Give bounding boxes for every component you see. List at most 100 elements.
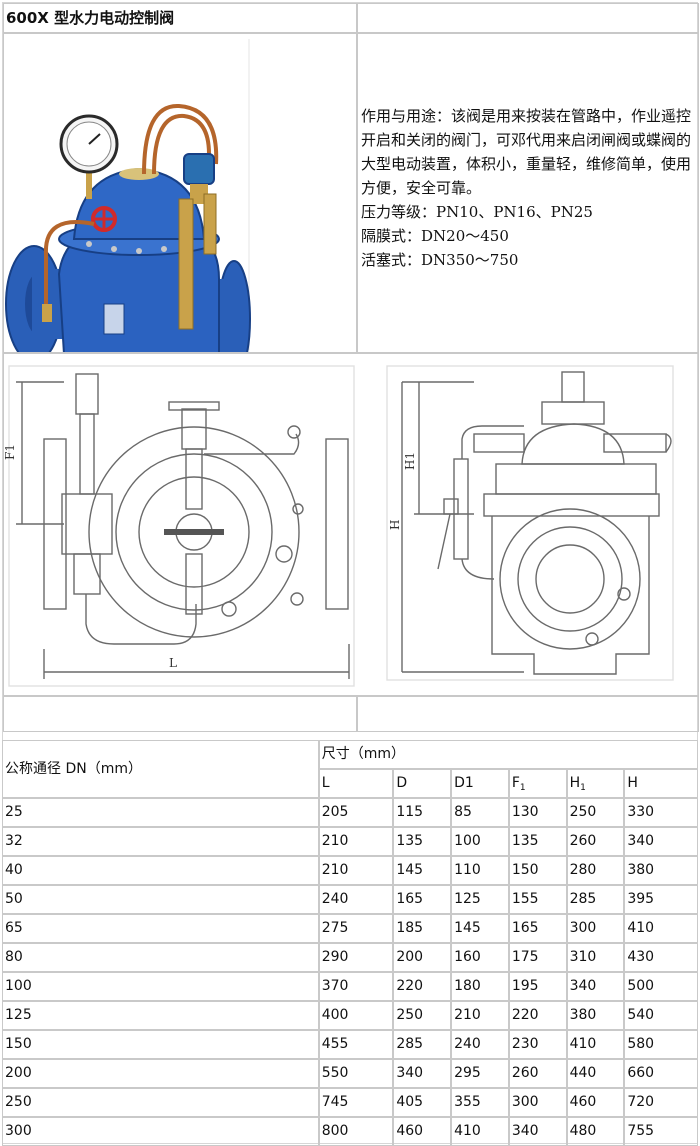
size-cell: 180	[451, 972, 509, 1001]
blank-cell-left	[3, 696, 358, 732]
size-cell: 400	[318, 1001, 394, 1030]
dn-cell: 300	[2, 1117, 319, 1146]
size-cell: 540	[624, 1001, 698, 1030]
blank-cell-right	[357, 696, 699, 732]
size-cell: 240	[318, 885, 394, 914]
size-cell: 110	[451, 856, 509, 885]
size-cell: 150	[508, 856, 567, 885]
column-header: F1	[508, 769, 567, 798]
dn-cell: 200	[2, 1059, 319, 1088]
piston-text: 活塞式：DN350～750	[361, 251, 519, 269]
size-cell: 290	[318, 943, 394, 972]
column-header: L	[318, 769, 394, 798]
dn-cell: 25	[2, 798, 319, 827]
dim-label-H1: H1	[403, 452, 417, 470]
dn-cell: 125	[2, 1001, 319, 1030]
dim-label-H: H	[388, 520, 402, 530]
size-cell: 220	[508, 1001, 567, 1030]
header-dn: 公称通径 DN（mm）	[2, 740, 319, 798]
size-cell: 135	[508, 827, 567, 856]
size-cell: 130	[508, 798, 567, 827]
size-cell: 310	[566, 943, 625, 972]
size-cell: 125	[451, 885, 509, 914]
product-layout-table: 600X 型水力电动控制阀	[3, 3, 699, 732]
column-header: H1	[566, 769, 625, 798]
size-cell: 220	[393, 972, 452, 1001]
product-title: 600X 型水力电动控制阀	[6, 9, 175, 27]
size-cell: 285	[393, 1030, 452, 1059]
description-cell: 作用与用途：该阀是用来按装在管路中，作业遥控开启和关闭的阀门，可邓代用来启闭闸阀…	[357, 33, 699, 353]
size-cell: 755	[624, 1117, 698, 1146]
column-header: D	[393, 769, 452, 798]
size-cell: 85	[451, 798, 509, 827]
valve-photo	[4, 34, 254, 352]
size-cell: 185	[393, 914, 452, 943]
dn-cell: 250	[2, 1088, 319, 1117]
size-cell: 395	[624, 885, 698, 914]
size-cell: 430	[624, 943, 698, 972]
size-cell: 200	[393, 943, 452, 972]
size-cell: 210	[451, 1001, 509, 1030]
description-block: 作用与用途：该阀是用来按装在管路中，作业遥控开启和关闭的阀门，可邓代用来启闭闸阀…	[358, 34, 698, 272]
dn-cell: 32	[2, 827, 319, 856]
header-size: 尺寸（mm）	[318, 740, 698, 769]
size-cell: 145	[451, 914, 509, 943]
dn-cell: 80	[2, 943, 319, 972]
column-header: H	[624, 769, 698, 798]
size-cell: 480	[566, 1117, 625, 1146]
dn-cell: 65	[2, 914, 319, 943]
dn-cell: 150	[2, 1030, 319, 1059]
column-header: D1	[451, 769, 509, 798]
column-header-subscript: 1	[519, 783, 526, 793]
photo-cell	[3, 33, 358, 353]
title-empty-cell	[357, 3, 699, 33]
dim-label-L: L	[169, 656, 177, 670]
pressure-text: 压力等级：PN10、PN16、PN25	[361, 203, 593, 221]
drawings-cell: L F1 H1 H	[3, 353, 699, 696]
size-cell: 455	[318, 1030, 394, 1059]
dn-cell: 40	[2, 856, 319, 885]
size-cell: 410	[624, 914, 698, 943]
size-cell: 210	[318, 827, 394, 856]
size-cell: 165	[393, 885, 452, 914]
size-cell: 240	[451, 1030, 509, 1059]
size-cell: 100	[451, 827, 509, 856]
size-cell: 660	[624, 1059, 698, 1088]
size-cell: 260	[566, 827, 625, 856]
size-cell: 370	[318, 972, 394, 1001]
size-cell: 155	[508, 885, 567, 914]
size-cell: 250	[393, 1001, 452, 1030]
size-cell: 410	[451, 1117, 509, 1146]
size-cell: 380	[624, 856, 698, 885]
size-cell: 340	[566, 972, 625, 1001]
size-cell: 300	[508, 1088, 567, 1117]
size-cell: 380	[566, 1001, 625, 1030]
size-cell: 440	[566, 1059, 625, 1088]
size-cell: 145	[393, 856, 452, 885]
title-cell: 600X 型水力电动控制阀	[3, 3, 358, 33]
size-cell: 460	[393, 1117, 452, 1146]
size-cell: 355	[451, 1088, 509, 1117]
size-cell: 230	[508, 1030, 567, 1059]
usage-text: 作用与用途：该阀是用来按装在管路中，作业遥控开启和关闭的阀门，可邓代用来启闭闸阀…	[361, 107, 692, 197]
size-cell: 175	[508, 943, 567, 972]
size-cell: 580	[624, 1030, 698, 1059]
size-cell: 195	[508, 972, 567, 1001]
size-cell: 260	[508, 1059, 567, 1088]
size-cell: 160	[451, 943, 509, 972]
size-cell: 285	[566, 885, 625, 914]
